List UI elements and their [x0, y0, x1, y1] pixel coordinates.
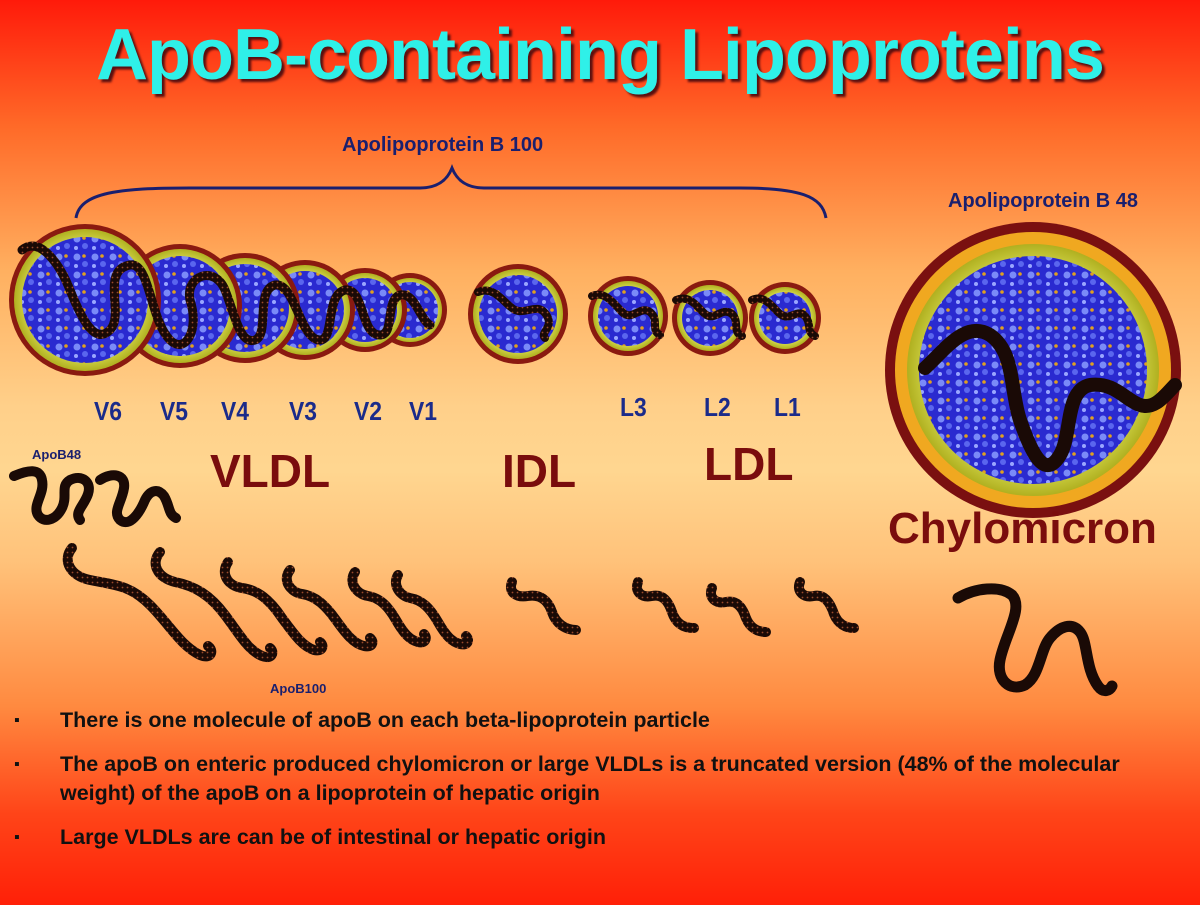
particle-chylomicron: [885, 222, 1182, 518]
apob100-small-label: ApoB100: [270, 681, 327, 696]
idl-ldl-strands: [506, 577, 859, 637]
bullet-list: ▪ There is one molecule of apoB on each b…: [14, 706, 1194, 867]
apob100-bracket: [74, 163, 828, 219]
bullet-text: Large VLDLs are can be of intestinal or …: [60, 825, 606, 849]
apob48-label: Apolipoprotein B 48: [948, 190, 1138, 212]
vldl-particles: [9, 224, 447, 376]
subclass-v5: V5: [160, 396, 188, 426]
class-ldl: LDL: [704, 438, 794, 490]
apob48-strands: [9, 466, 181, 527]
subclass-l3: L3: [620, 392, 647, 422]
subclass-v4: V4: [221, 396, 249, 426]
apob100-strands: [62, 543, 473, 662]
bullet-marker: ▪: [14, 829, 20, 846]
subclass-v6: V6: [94, 396, 122, 426]
subclass-v2: V2: [354, 396, 382, 426]
bullet-item: ▪ The apoB on enteric produced chylomicro…: [14, 750, 1194, 808]
bullet-text: There is one molecule of apoB on each be…: [60, 708, 710, 732]
particle-idl: [468, 264, 568, 364]
subclass-v3: V3: [289, 396, 317, 426]
subclass-l1: L1: [774, 392, 801, 422]
particle-l1: [748, 282, 821, 354]
class-idl: IDL: [502, 445, 577, 497]
bullet-text: The apoB on enteric produced chylomicron…: [60, 752, 1120, 805]
subclass-v1: V1: [409, 396, 437, 426]
subclass-l2: L2: [704, 392, 731, 422]
bullet-item: ▪ Large VLDLs are can be of intestinal or…: [14, 823, 1194, 852]
apob100-label: Apolipoprotein B 100: [342, 134, 544, 156]
bullet-marker: ▪: [14, 712, 20, 729]
apob48-small-label: ApoB48: [32, 447, 82, 462]
class-vldl: VLDL: [210, 445, 331, 497]
class-chylomicron: Chylomicron: [888, 504, 1157, 553]
particle-l2: [672, 280, 748, 356]
chylomicron-apob48-strand: [952, 583, 1118, 697]
bullet-item: ▪ There is one molecule of apoB on each b…: [14, 706, 1194, 735]
bullet-marker: ▪: [14, 756, 20, 773]
particle-l3: [588, 276, 668, 356]
page-title: ApoB-containing Lipoproteins: [96, 15, 1105, 95]
